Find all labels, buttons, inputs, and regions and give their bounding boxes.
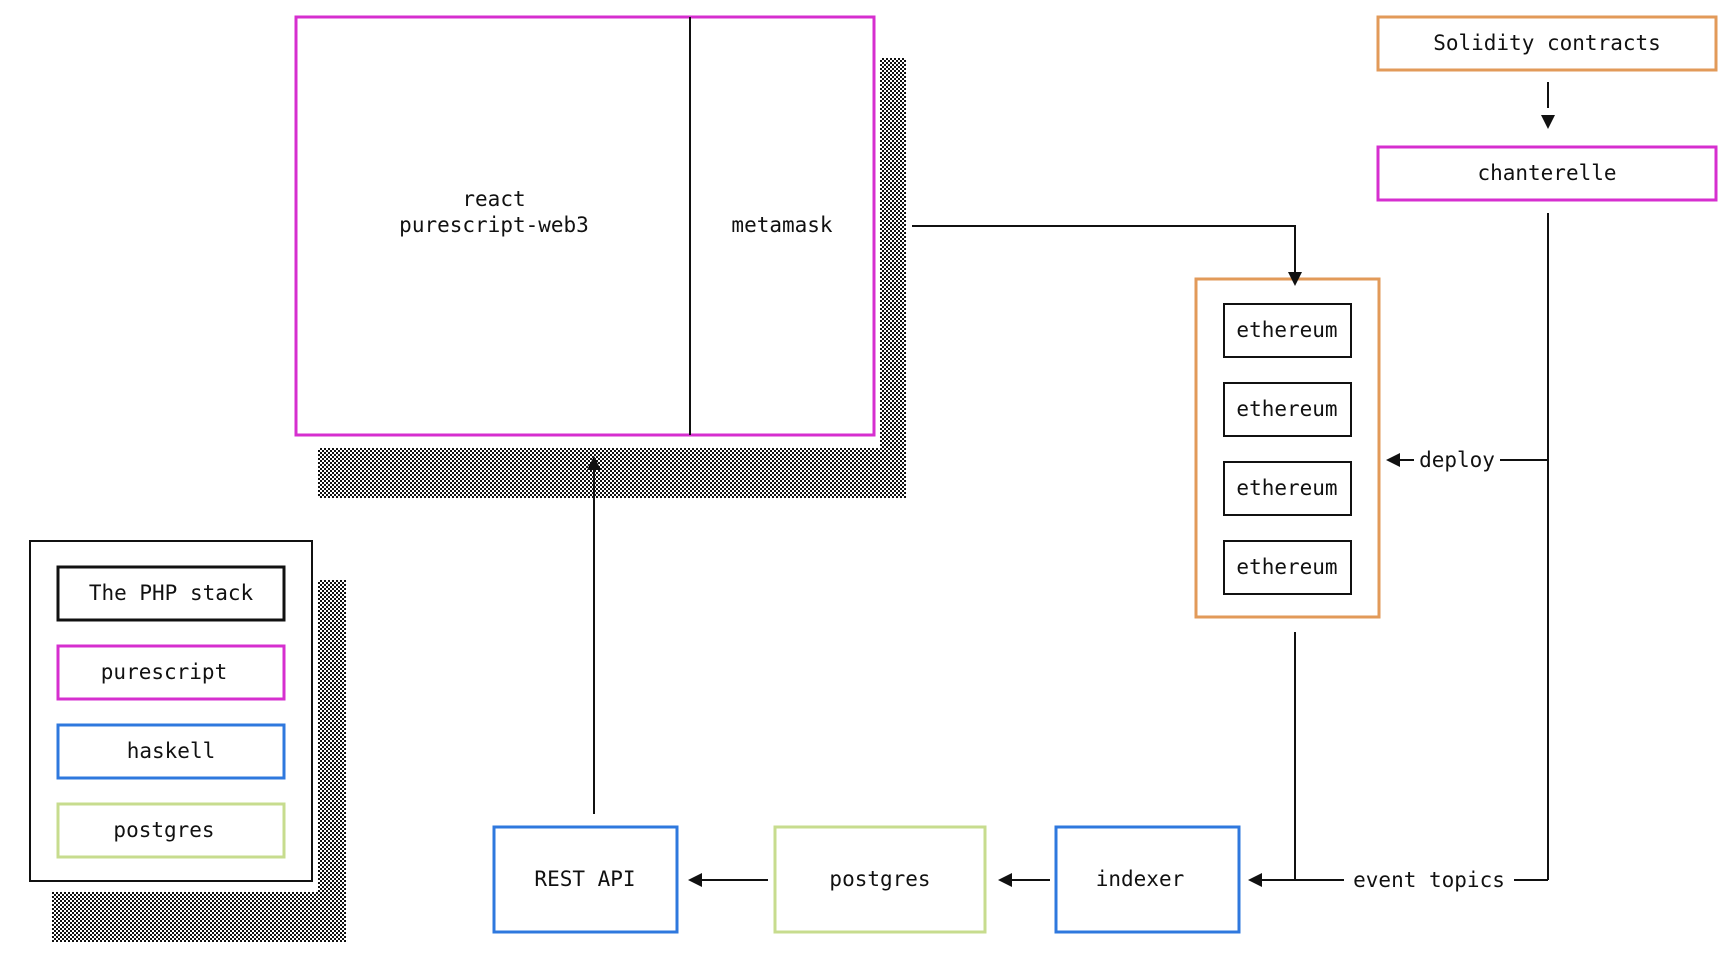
legend-item-purescript-label: purescript [101, 660, 227, 684]
indexer-box [1054, 825, 1241, 934]
legend-item-postgres-label: postgres [113, 818, 214, 842]
chanterelle-box [1376, 145, 1718, 202]
arrowhead-deploy [1386, 453, 1400, 467]
rest-api-box [492, 825, 679, 934]
arrowhead-indexer-to-postgres [998, 873, 1012, 887]
arrowhead-metamask-to-ethereum [1288, 272, 1302, 286]
arrowhead-rest-api-to-frontend [587, 456, 601, 470]
solidity-label: Solidity contracts [1433, 31, 1661, 55]
frontend-box [294, 15, 876, 437]
legend-item-postgres-box [56, 802, 286, 859]
svg-text:ethereum: ethereum [1236, 476, 1337, 500]
rest-api-label: REST API [534, 867, 635, 891]
connectors: deploy event topics [587, 82, 1555, 892]
ethereum-node-4: ethereum [1223, 540, 1352, 595]
chanterelle-label: chanterelle [1477, 161, 1616, 185]
solidity-box [1376, 15, 1718, 72]
legend-shadow [52, 580, 346, 942]
event-topics-label: event topics [1353, 868, 1505, 892]
legend-item-haskell-label: haskell [127, 739, 216, 763]
frontend-group: react purescript-web3 metamask [294, 15, 876, 437]
arrowhead-postgres-to-rest-api [688, 873, 702, 887]
postgres-label: postgres [829, 867, 930, 891]
svg-text:ethereum: ethereum [1236, 397, 1337, 421]
svg-text:ethereum: ethereum [1236, 318, 1337, 342]
deploy-label: deploy [1419, 448, 1495, 472]
legend-item-haskell-box [56, 723, 286, 780]
legend-item-php-box [56, 565, 286, 622]
legend-item-php-label: The PHP stack [89, 581, 254, 605]
frontend-label-purescript-web3: purescript-web3 [399, 213, 589, 237]
ethereum-node-2: ethereum [1223, 382, 1352, 437]
ethereum-node-3: ethereum [1223, 461, 1352, 516]
edge-metamask-to-ethereum [912, 225, 1296, 272]
frontend-label-react: react [462, 187, 525, 211]
metamask-label: metamask [731, 213, 833, 237]
ethereum-node-1: ethereum [1223, 303, 1352, 358]
legend-item-purescript-box [56, 644, 286, 701]
arrowhead-event-topics [1248, 873, 1262, 887]
indexer-label: indexer [1096, 867, 1185, 891]
svg-text:ethereum: ethereum [1236, 555, 1337, 579]
arrowhead-solidity-to-chanterelle [1541, 115, 1555, 129]
frontend-shadow [318, 58, 906, 498]
postgres-box [773, 825, 987, 934]
legend: The PHP stack purescript haskell postgre… [29, 540, 313, 882]
